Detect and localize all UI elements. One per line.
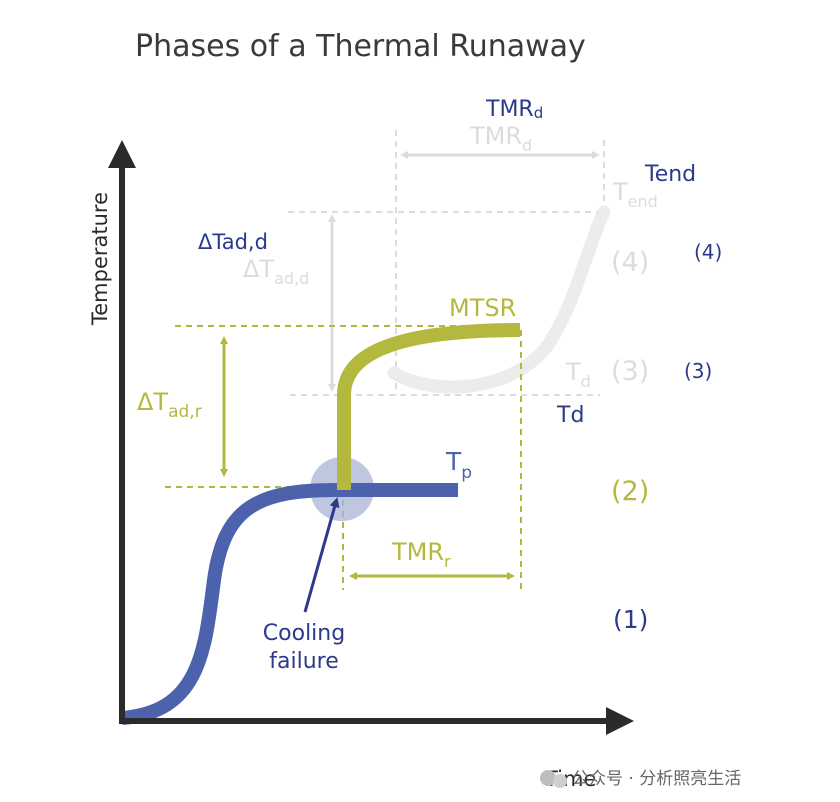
y-axis-label: Temperature [88, 192, 112, 326]
tmr-d-faint-label: TMRd [469, 122, 532, 155]
process-temperature-curve [121, 482, 458, 725]
x-axis-arrowhead [606, 707, 634, 735]
cooling-failure-pointer [303, 497, 340, 613]
tend-overlay-label: Tend [644, 162, 696, 187]
phase4-faint-label: (4) [611, 247, 649, 278]
diagram-title: Phases of a Thermal Runaway [135, 29, 586, 64]
y-axis-arrowhead [108, 140, 136, 168]
dtad-r-label: ΔTad,r [137, 388, 202, 422]
tp-label: Tp [445, 447, 472, 483]
watermark-text: 公众号 · 分析照亮生活 [572, 769, 741, 789]
tmr-d-overlay-label: TMRd [485, 97, 543, 122]
mtsr-curve [337, 323, 521, 490]
watermark: 公众号 · 分析照亮生活 [540, 769, 741, 789]
cooling-failure-label-line1: Cooling [263, 621, 345, 646]
td-faint-label: Td [565, 358, 591, 391]
tmr-r-label: TMRr [391, 538, 451, 571]
dtad-d-faint-label: ΔTad,d [243, 255, 309, 288]
wechat-icon-bubble [553, 774, 567, 788]
cooling-failure-label-line2: failure [269, 649, 339, 674]
phase1-label: (1) [613, 605, 648, 634]
dtad-d-overlay-label: ΔTad,d [198, 230, 268, 254]
phase3-overlay-label: (3) [684, 359, 712, 383]
faint-runaway-layer [288, 130, 611, 396]
phase2-label: (2) [611, 476, 649, 507]
axes [108, 140, 634, 735]
wechat-icon [540, 770, 556, 786]
td-overlay-label: Td [556, 403, 584, 428]
mtsr-label: MTSR [449, 294, 516, 322]
runaway-curve-faint [387, 205, 611, 394]
tend-faint-label: Tend [612, 178, 658, 211]
phase3-faint-label: (3) [611, 356, 649, 387]
phase4-overlay-label: (4) [694, 240, 722, 264]
